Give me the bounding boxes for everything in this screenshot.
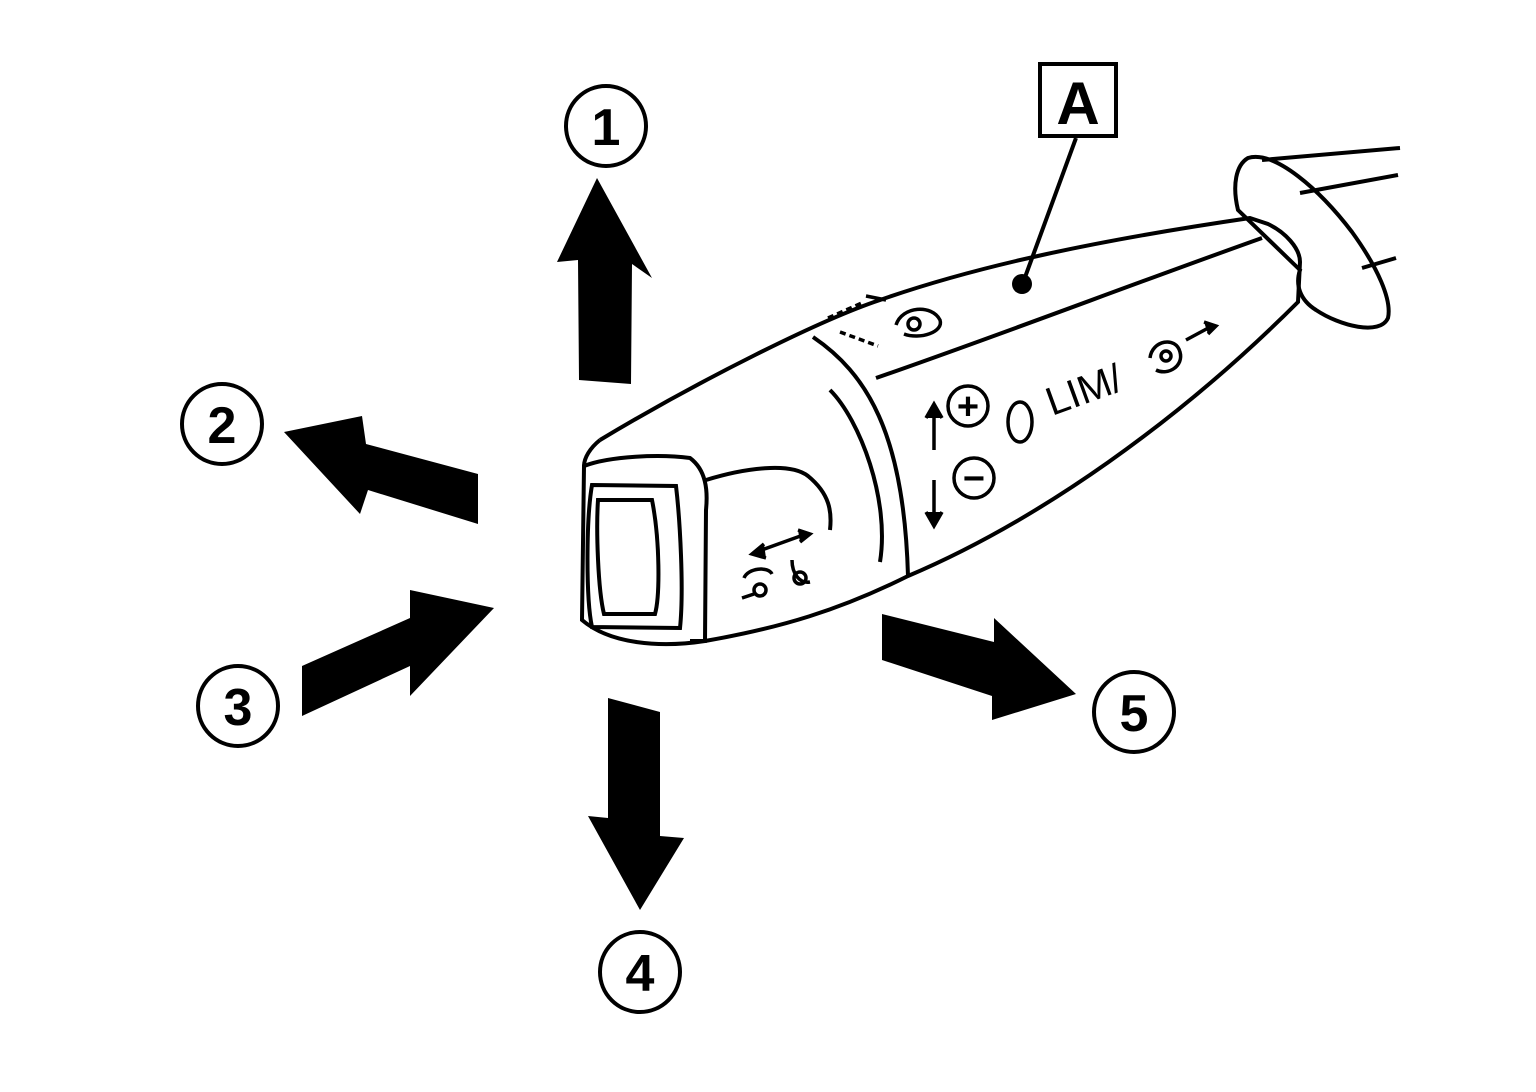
direction-arrows [284, 178, 1076, 910]
limiter-indicator [1006, 400, 1034, 444]
lever-body [579, 215, 1303, 647]
arrow-2-left [284, 416, 478, 524]
position-label-4: 4 [626, 945, 655, 1003]
callout-dot [1012, 274, 1032, 294]
arrow-5-right-down [882, 614, 1076, 720]
plus-symbol: + [957, 386, 979, 428]
callout-a [1012, 62, 1118, 294]
callout-leader-line [1022, 137, 1078, 281]
minus-symbol: − [963, 458, 985, 500]
position-marker-1: 1 [564, 84, 648, 168]
minus-circle [952, 456, 996, 500]
position-marker-3: 3 [196, 664, 280, 748]
position-label-5: 5 [1120, 685, 1149, 743]
lever-marking-text: LIM/ [1040, 356, 1129, 424]
stalk-mount [1233, 146, 1401, 330]
callout-box [1038, 62, 1118, 138]
position-label-2: 2 [208, 397, 237, 455]
arrow-1-up [557, 178, 652, 384]
arrow-3-right [302, 590, 494, 716]
position-markers: 1 2 3 4 5 [180, 84, 1176, 1014]
plus-circle [946, 384, 990, 428]
position-marker-2: 2 [180, 382, 264, 466]
position-label-1: 1 [592, 99, 621, 157]
lever-markings [741, 294, 1220, 600]
position-marker-4: 4 [598, 930, 682, 1014]
position-label-3: 3 [224, 679, 253, 737]
callout-label: A [1056, 70, 1099, 137]
arrow-4-down [588, 698, 684, 910]
position-marker-5: 5 [1092, 670, 1176, 754]
